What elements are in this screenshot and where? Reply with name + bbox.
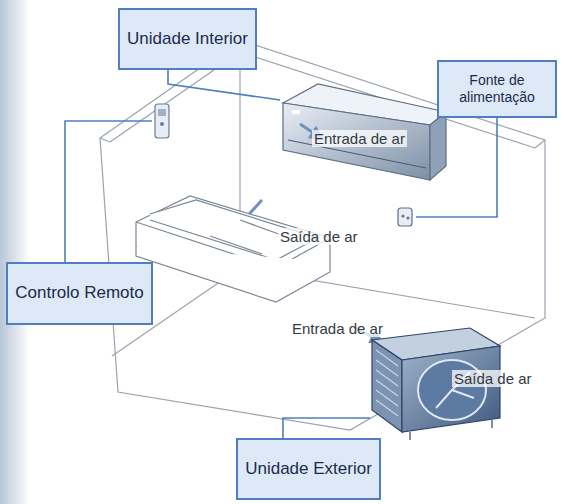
power-socket [398, 208, 412, 226]
part-name: Controlo Remoto [15, 283, 144, 303]
remote-control [155, 104, 169, 138]
label-box: Controlo Remoto [6, 262, 153, 325]
leader-lines [65, 70, 497, 438]
label-box: Unidade Exterior [236, 438, 381, 500]
air-flow-label: Saída de ar [452, 370, 534, 387]
sofa [136, 196, 330, 302]
air-flow-label: Entrada de ar [312, 130, 407, 147]
part-name: Unidade Interior [127, 29, 248, 49]
label-box: Unidade Interior [118, 8, 257, 70]
indoor-unit [283, 84, 446, 180]
air-flow-label: Entrada de ar [290, 320, 385, 337]
part-name: Unidade Exterior [245, 459, 372, 479]
label-box: Fonte de alimentação [437, 60, 557, 118]
part-name: Fonte de alimentação [445, 72, 549, 106]
air-flow-label: Saída de ar [278, 228, 360, 245]
side-bar [0, 0, 30, 504]
